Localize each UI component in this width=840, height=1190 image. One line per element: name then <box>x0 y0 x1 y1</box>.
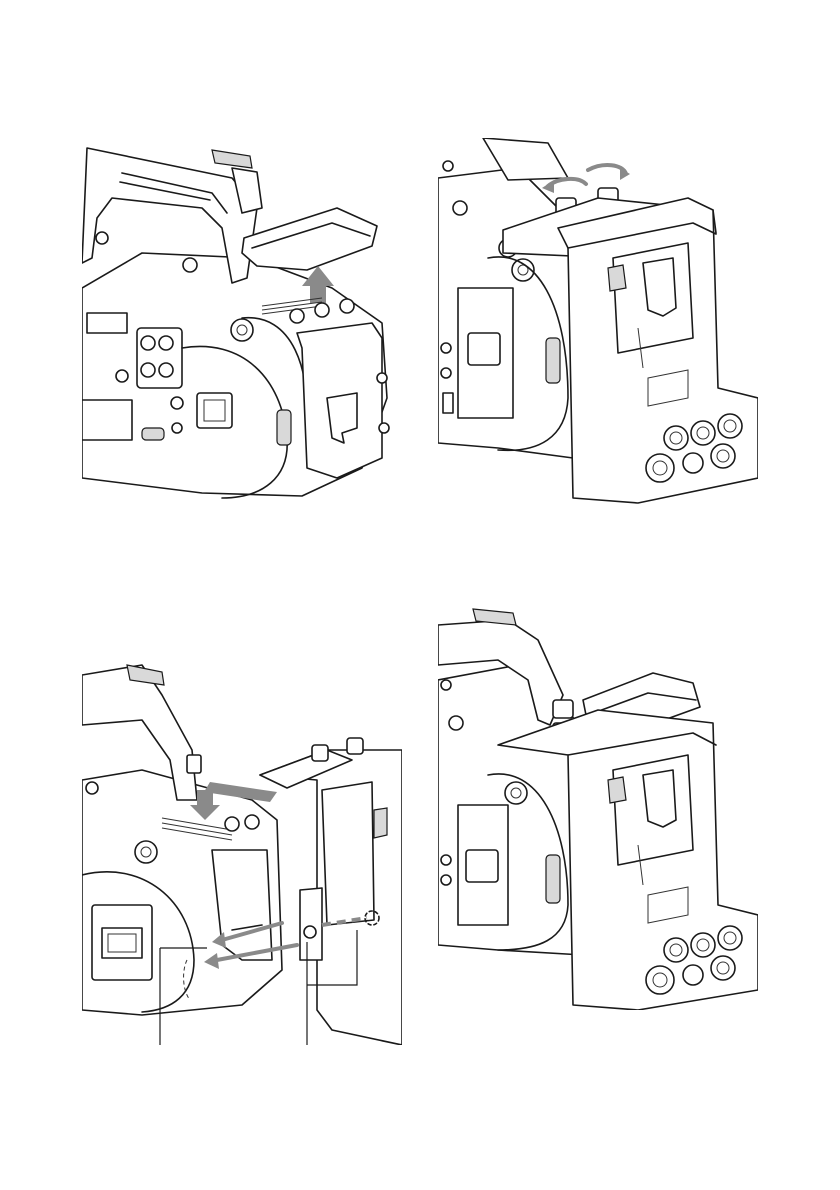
illustration-step3 <box>82 660 402 1045</box>
illustration-step2 <box>438 138 758 510</box>
illustration-step4 <box>438 605 758 1010</box>
illustration-step1 <box>82 138 402 510</box>
